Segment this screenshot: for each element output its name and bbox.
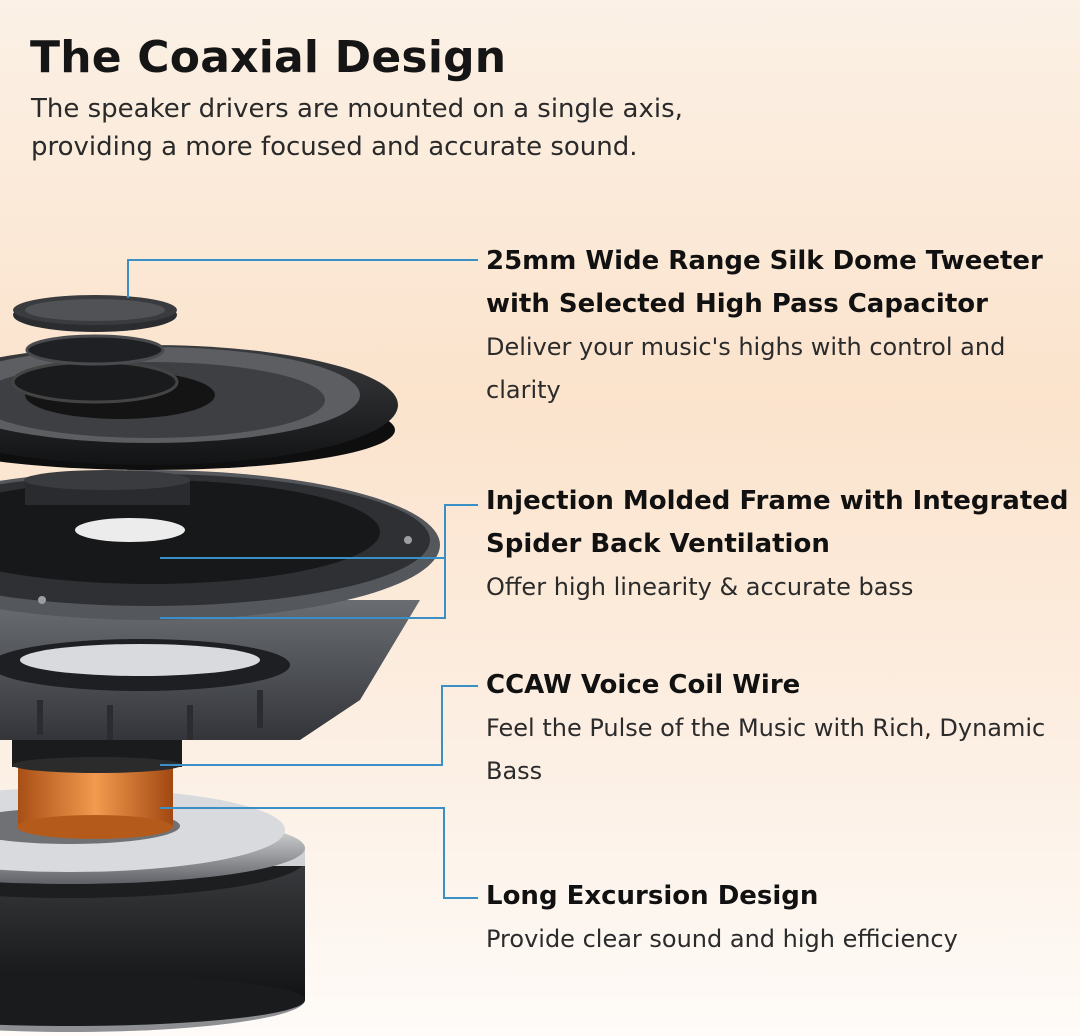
feature-excursion: Long Excursion Design Provide clear soun… (486, 875, 1046, 961)
callout-line-frame-bottom (160, 558, 446, 619)
feature-heading: CCAW Voice Coil Wire (486, 670, 801, 700)
feature-heading: 25mm Wide Range Silk Dome Tweeter with S… (486, 246, 1043, 319)
page-title: The Coaxial Design (30, 32, 507, 83)
feature-desc: Offer high linearity & accurate bass (486, 573, 914, 601)
feature-tweeter: 25mm Wide Range Silk Dome Tweeter with S… (486, 240, 1046, 412)
voice-coil (12, 735, 182, 839)
feature-desc: Feel the Pulse of the Music with Rich, D… (486, 714, 1046, 785)
speaker-frame (0, 470, 440, 740)
callout-line-tweeter (127, 259, 478, 298)
callout-line-excursion (160, 807, 478, 899)
tweeter-dome (13, 295, 177, 332)
callout-line-voice-coil (160, 685, 478, 766)
feature-heading: Injection Molded Frame with Integrated S… (486, 486, 1069, 559)
feature-frame: Injection Molded Frame with Integrated S… (486, 480, 1076, 609)
feature-desc: Provide clear sound and high efficiency (486, 925, 958, 953)
feature-heading: Long Excursion Design (486, 881, 819, 911)
feature-desc: Deliver your music's highs with control … (486, 333, 1006, 404)
feature-voice-coil: CCAW Voice Coil Wire Feel the Pulse of t… (486, 664, 1046, 793)
callout-lines (127, 259, 478, 899)
page-subtitle: The speaker drivers are mounted on a sin… (31, 94, 683, 162)
woofer-cone (0, 334, 398, 505)
callout-line-frame-top (160, 504, 478, 559)
